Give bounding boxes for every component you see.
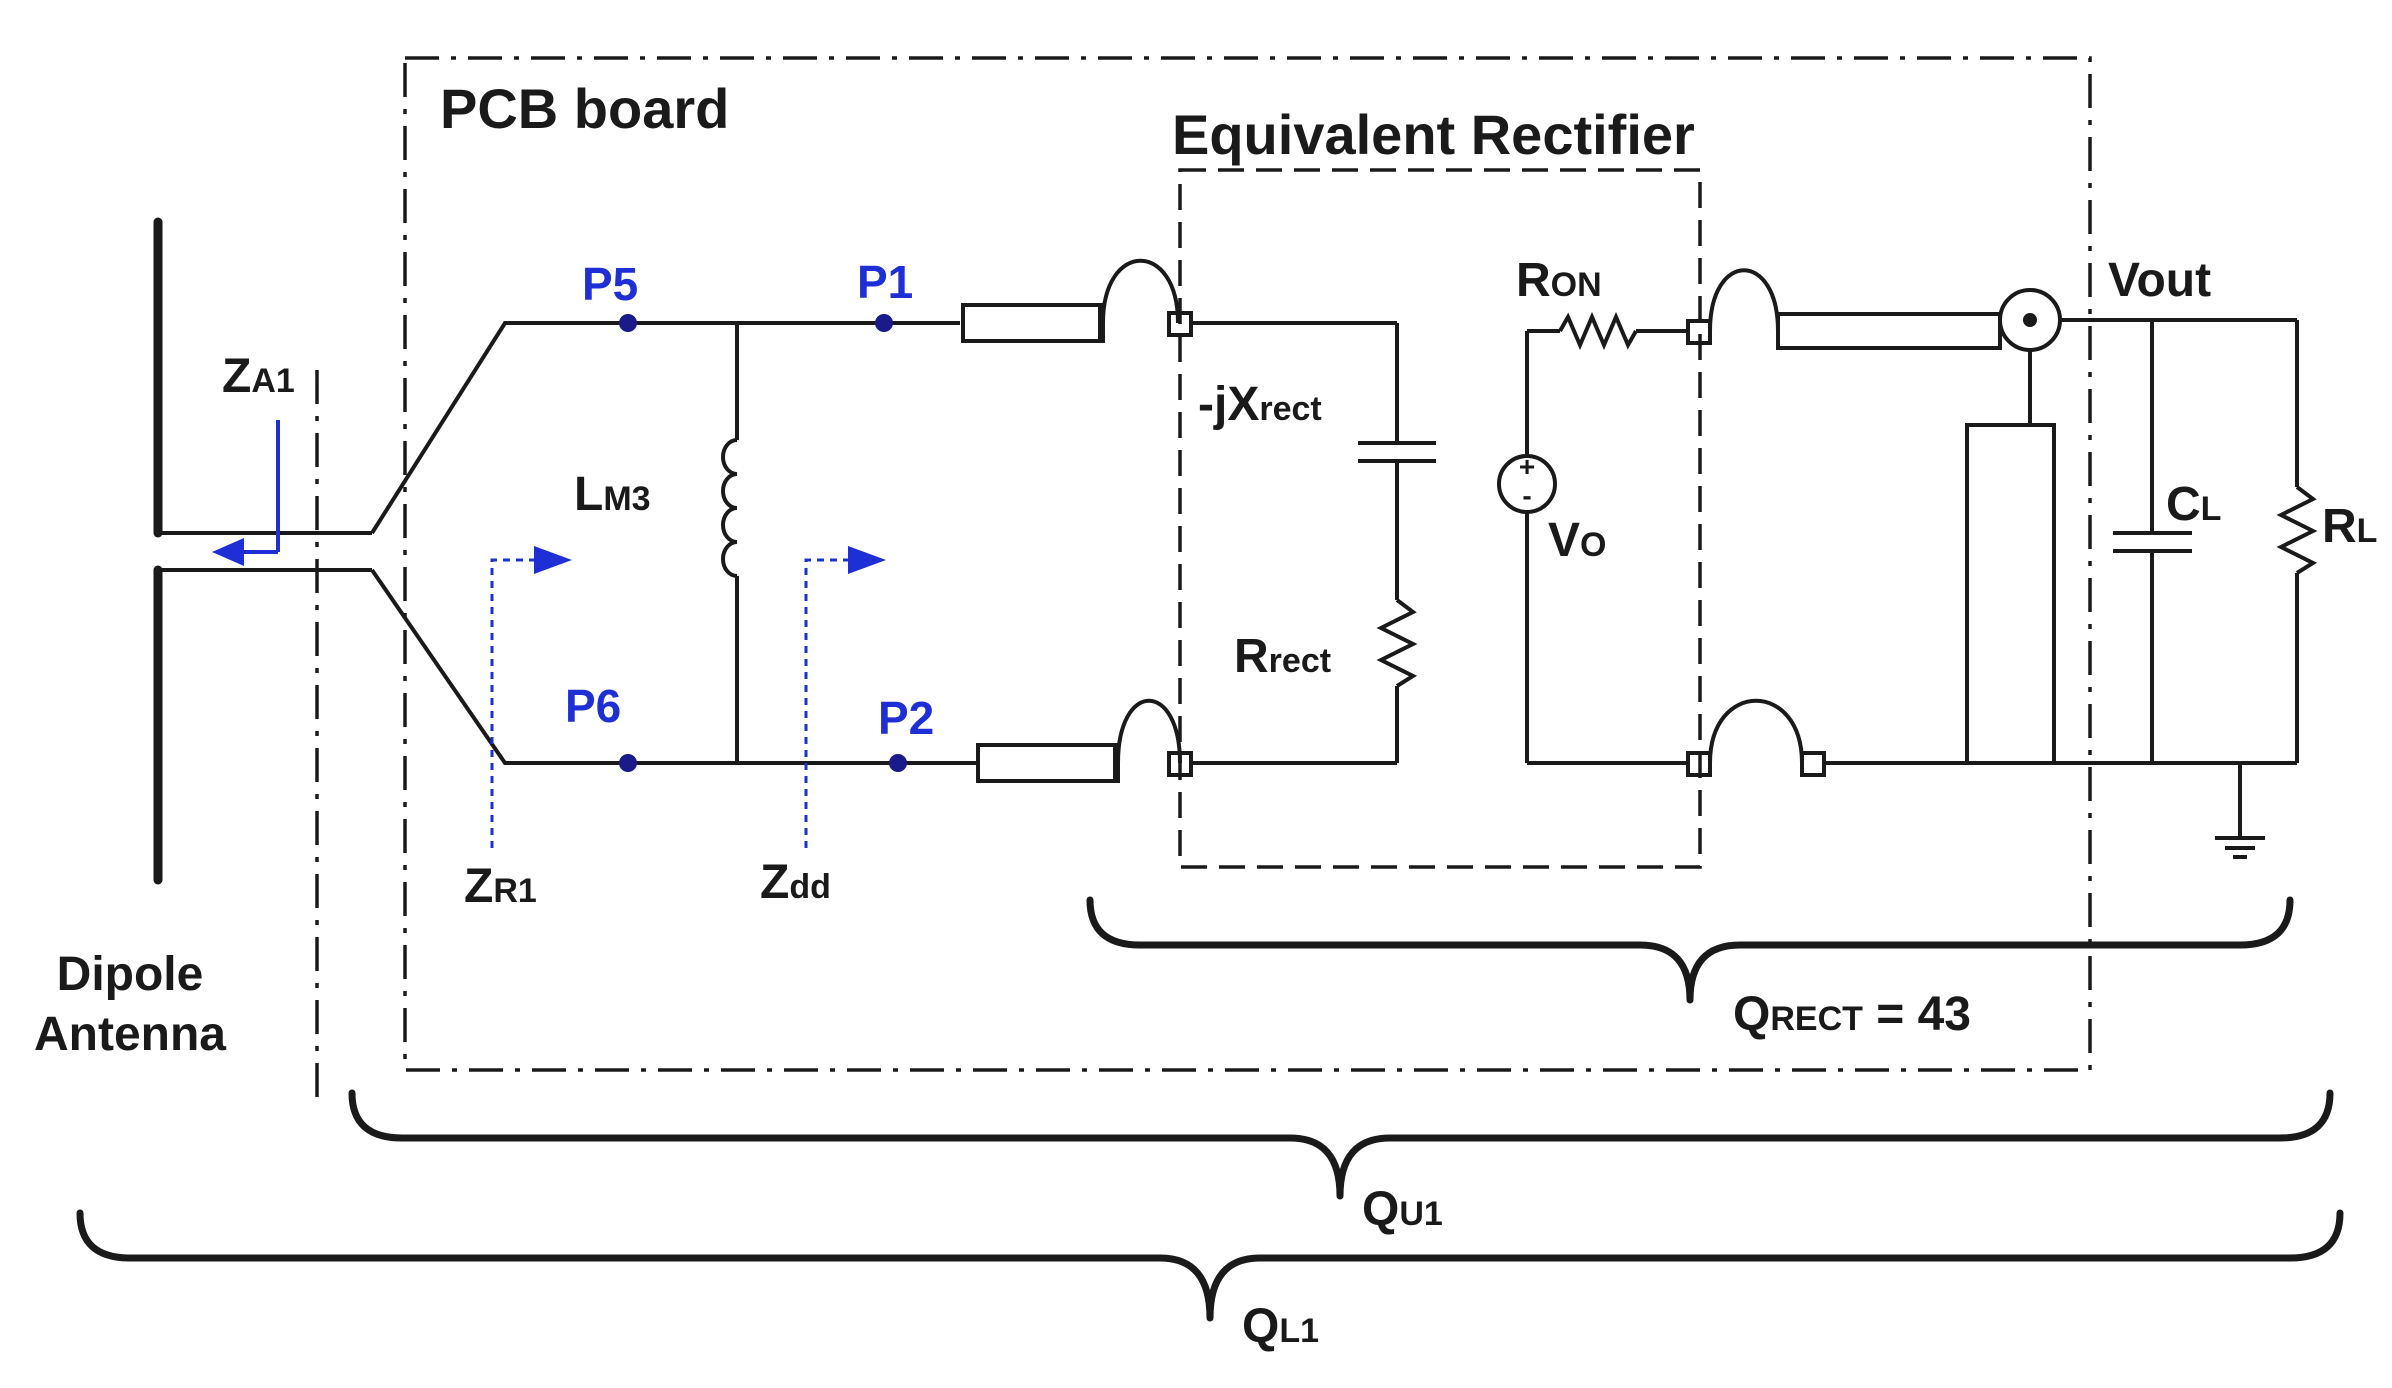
dipole-antenna-label-line1: Dipole [57, 948, 204, 1001]
port-p5-dot [619, 314, 637, 332]
feed-lines [370, 321, 978, 765]
rectifier-source-branch: + - [1497, 311, 1688, 765]
inductor-lm3-label: LM3 [574, 468, 651, 521]
port-p6-label: P6 [565, 680, 621, 732]
pcb-board-label: PCB board [440, 77, 729, 140]
svg-text:+: + [1519, 451, 1535, 482]
q-u1-label: QU1 [1362, 1183, 1443, 1236]
port-p1-label: P1 [857, 256, 913, 308]
capacitor-jxrect-label: -jXrect [1198, 378, 1322, 431]
svg-text:-: - [1522, 480, 1531, 511]
capacitor-cl-label: CL [2166, 478, 2221, 531]
output-stub-bottom [1686, 423, 2056, 777]
resistor-ron-label: RON [1516, 254, 1602, 307]
zdd-label: Zdd [760, 856, 831, 909]
dipole-antenna [153, 217, 372, 885]
inductor-lm3 [721, 323, 739, 763]
port-p2-label: P2 [878, 692, 934, 744]
pcb-board-boundary [403, 56, 2092, 1072]
za1-arrow [212, 420, 280, 566]
load-network [2054, 320, 2318, 859]
zdd-arrow [804, 546, 886, 848]
dipole-antenna-label-line2: Antenna [34, 1008, 226, 1061]
q-l1-label: QL1 [1242, 1300, 1319, 1353]
zr1-label: ZR1 [464, 860, 537, 913]
resistor-rl-label: RL [2322, 500, 2377, 553]
resistor-rrect-label: Rrect [1234, 630, 1331, 683]
brace-q-u1 [348, 1089, 2334, 1200]
za1-label: ZA1 [222, 350, 295, 403]
brace-q-rect [1086, 896, 2294, 1004]
input-stub-bottom [976, 698, 1193, 783]
equivalent-rectifier-label: Equivalent Rectifier [1172, 103, 1695, 166]
zr1-arrow [490, 546, 572, 848]
brace-q-l1 [76, 1209, 2344, 1322]
rectifier-rc-branch [1191, 321, 1436, 765]
vout-label: Vout [2108, 254, 2211, 307]
q-rect-label: QRECT = 43 [1733, 988, 1971, 1041]
port-p1-dot [875, 314, 893, 332]
port-p5-label: P5 [582, 258, 638, 310]
source-vo-label: VO [1548, 514, 1606, 567]
port-p2-dot [889, 754, 907, 772]
port-p6-dot [619, 754, 637, 772]
input-stub-top [961, 258, 1193, 343]
output-stub-top [1686, 268, 2297, 425]
